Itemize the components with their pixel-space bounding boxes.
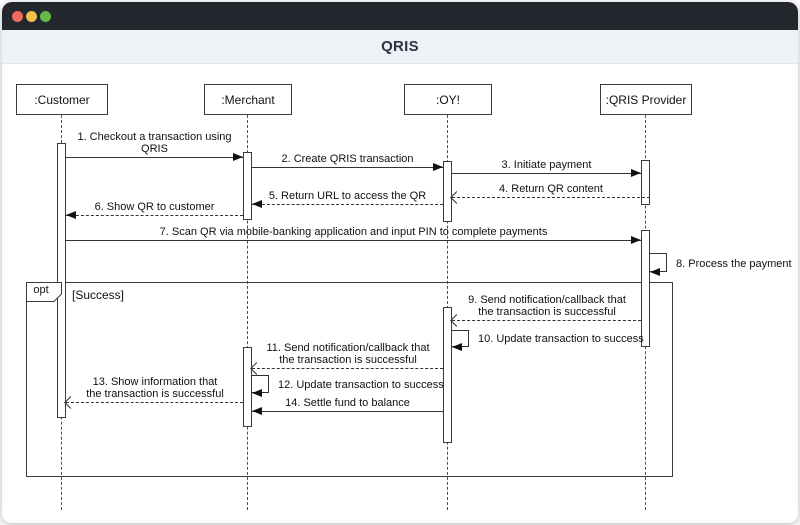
activation-merchant-2 — [243, 347, 252, 427]
close-window-button[interactable] — [12, 11, 23, 22]
actor-qris-provider: :QRIS Provider — [600, 84, 692, 115]
message-7-line — [66, 240, 641, 241]
message-12-label: 12. Update transaction to success — [278, 379, 444, 391]
message-2-line — [252, 167, 443, 168]
message-6-arrowhead — [66, 211, 76, 219]
actor-customer: :Customer — [16, 84, 108, 115]
message-14-line — [252, 411, 443, 412]
actor-oy: :OY! — [404, 84, 492, 115]
message-9-line — [452, 320, 641, 321]
lifeline-merchant — [247, 115, 248, 510]
message-6-label: 6. Show QR to customer — [94, 201, 215, 213]
diagram-canvas — [2, 64, 798, 523]
message-4-label: 4. Return QR content — [499, 183, 603, 195]
message-3-line — [452, 173, 641, 174]
message-12-arrowhead — [252, 389, 262, 397]
diagram-title: QRIS — [381, 38, 419, 55]
message-10-label: 10. Update transaction to success — [478, 333, 644, 345]
message-10-arrowhead — [452, 343, 462, 351]
message-2-label: 2. Create QRIS transaction — [281, 153, 414, 165]
message-5-label: 5. Return URL to access the QR — [268, 190, 427, 202]
opt-fragment-operator: opt — [26, 282, 62, 302]
message-8-label: 8. Process the payment — [676, 258, 792, 270]
message-9-label: 9. Send notification/callback that the t… — [468, 294, 626, 318]
message-7-arrowhead — [631, 236, 641, 244]
zoom-window-button[interactable] — [40, 11, 51, 22]
activation-qris-1 — [641, 160, 650, 205]
message-5-arrowhead — [252, 200, 262, 208]
actor-merchant: :Merchant — [204, 84, 292, 115]
activation-customer — [57, 143, 66, 418]
message-11-line — [252, 368, 443, 369]
fragment-operator-label: opt — [33, 284, 49, 296]
message-6-line — [66, 215, 243, 216]
fragment-pentagon-shape — [26, 282, 62, 302]
message-14-arrowhead — [252, 407, 262, 415]
message-13-label: 13. Show information that the transactio… — [86, 376, 224, 400]
opt-fragment-frame — [26, 282, 673, 477]
message-4-line — [452, 197, 650, 198]
activation-oy-2 — [443, 307, 452, 443]
message-1-label: 1. Checkout a transaction using QRIS — [77, 131, 232, 155]
fragment-guard-label: [Success] — [72, 288, 125, 302]
activation-qris-2 — [641, 230, 650, 347]
message-2-arrowhead — [433, 163, 443, 171]
activation-oy-1 — [443, 161, 452, 222]
message-13-line — [66, 402, 243, 403]
message-3-label: 3. Initiate payment — [501, 159, 592, 171]
message-3-arrowhead — [631, 169, 641, 177]
activation-merchant-1 — [243, 152, 252, 220]
message-8-arrowhead — [650, 268, 660, 276]
message-1-arrowhead — [233, 153, 243, 161]
window-titlebar — [2, 2, 798, 30]
message-14-label: 14. Settle fund to balance — [285, 397, 410, 409]
message-11-label: 11. Send notification/callback that the … — [266, 342, 430, 366]
message-7-label: 7. Scan QR via mobile-banking applicatio… — [159, 226, 548, 238]
message-5-line — [252, 204, 443, 205]
message-1-line — [66, 157, 243, 158]
minimize-window-button[interactable] — [26, 11, 37, 22]
diagram-header: QRIS — [2, 30, 798, 64]
